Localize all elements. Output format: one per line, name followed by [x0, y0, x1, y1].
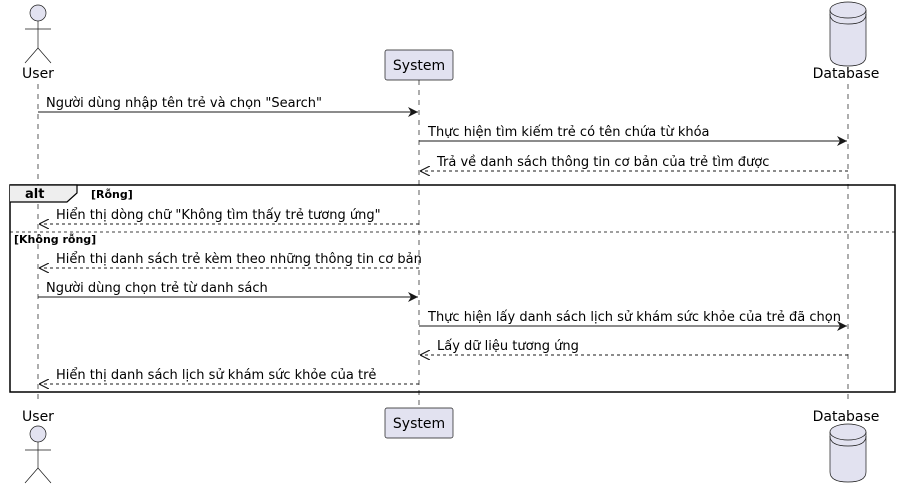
message-7-label: Thực hiện lấy danh sách lịch sử khám sức… [427, 310, 841, 325]
actor-icon [24, 425, 52, 484]
message-1-label: Người dùng nhập tên trẻ và chọn "Search" [46, 96, 322, 111]
participant-user-top: User [22, 4, 54, 82]
message-1: Người dùng nhập tên trẻ và chọn "Search" [38, 96, 418, 117]
message-9-label: Hiển thị danh sách lịch sử khám sức khỏe… [56, 368, 376, 383]
message-6-label: Người dùng chọn trẻ từ danh sách [46, 281, 268, 296]
actor-icon [24, 4, 52, 64]
participant-user-bottom: User [22, 409, 54, 484]
participant-label-user: User [22, 66, 54, 82]
participant-database-top: Database [813, 1, 880, 82]
participant-label-user-bottom: User [22, 409, 54, 425]
participant-label-system: System [393, 58, 445, 74]
message-2-label: Thực hiện tìm kiếm trẻ có tên chứa từ kh… [427, 125, 710, 140]
database-icon [829, 423, 867, 483]
message-8-label: Lấy dữ liệu tương ứng [437, 339, 579, 354]
message-9: Hiển thị danh sách lịch sử khám sức khỏe… [39, 368, 419, 384]
database-icon [829, 1, 867, 67]
message-4: Hiển thị dòng chữ "Không tìm thấy trẻ tư… [39, 208, 419, 224]
participant-database-bottom: Database [813, 409, 880, 483]
message-2: Thực hiện tìm kiếm trẻ có tên chứa từ kh… [419, 125, 847, 146]
message-8: Lấy dữ liệu tương ứng [420, 339, 848, 355]
alt-guard-not-empty: [Không rỗng] [14, 233, 96, 246]
message-6: Người dùng chọn trẻ từ danh sách [38, 281, 418, 302]
participant-label-system-bottom: System [393, 416, 445, 432]
message-5-label: Hiển thị danh sách trẻ kèm theo những th… [56, 252, 422, 267]
participant-system-top: System [384, 49, 454, 81]
message-4-label: Hiển thị dòng chữ "Không tìm thấy trẻ tư… [56, 208, 381, 223]
message-5: Hiển thị danh sách trẻ kèm theo những th… [39, 252, 422, 268]
message-7: Thực hiện lấy danh sách lịch sử khám sức… [419, 310, 847, 331]
participant-system-bottom: System [384, 407, 454, 439]
participant-label-database: Database [813, 66, 880, 82]
alt-keyword: alt [25, 187, 44, 202]
alt-guard-empty: [Rỗng] [91, 188, 133, 201]
message-3: Trả về danh sách thông tin cơ bản của tr… [420, 155, 848, 171]
participant-label-database-bottom: Database [813, 409, 880, 425]
alt-fragment: alt [Rỗng] [Không rỗng] [9, 184, 896, 393]
message-3-label: Trả về danh sách thông tin cơ bản của tr… [436, 155, 769, 170]
